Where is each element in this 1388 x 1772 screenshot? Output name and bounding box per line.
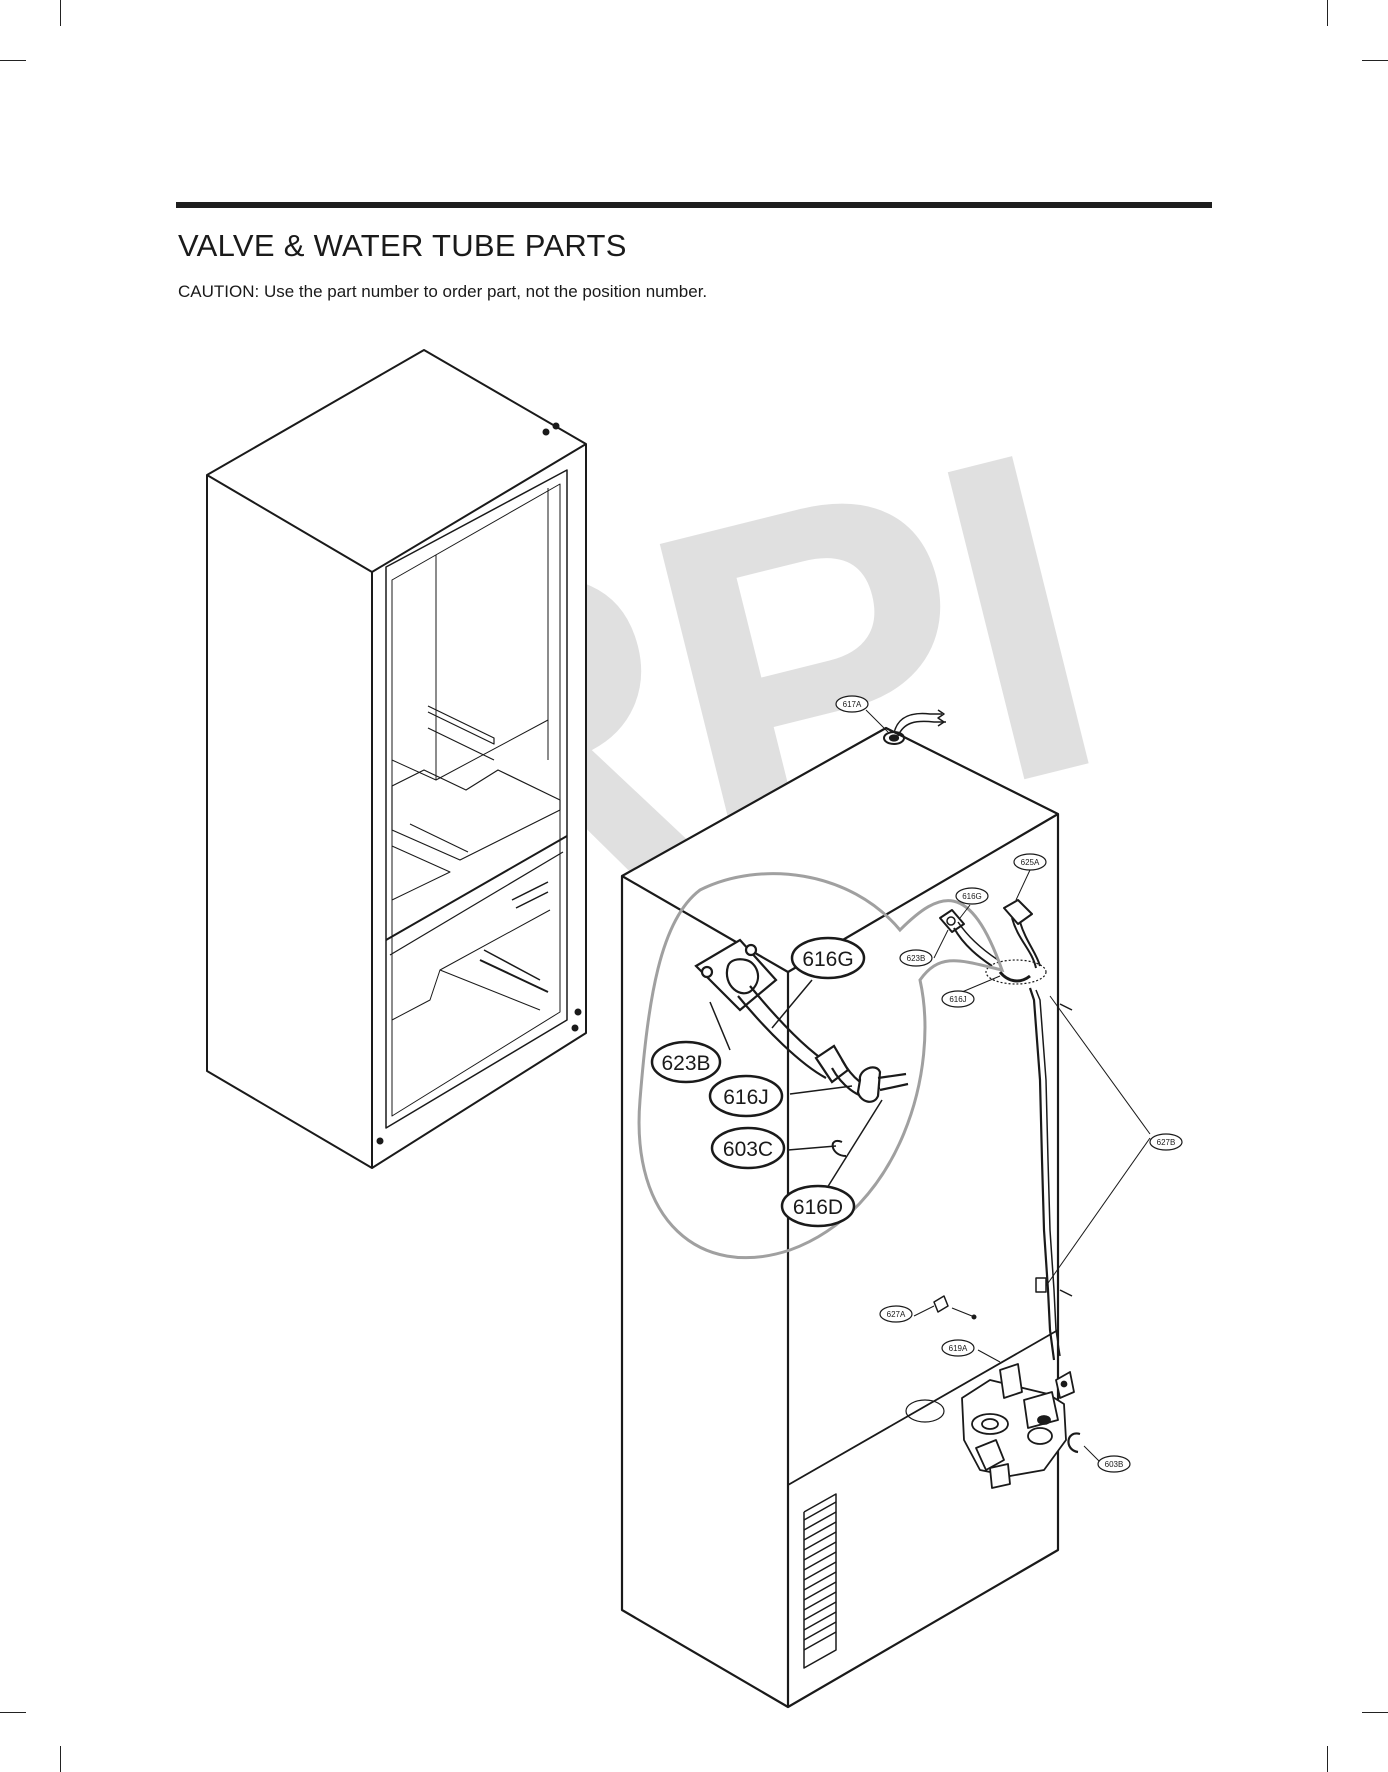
callout-616J: 616J xyxy=(949,995,966,1004)
callout-623B: 623B xyxy=(907,954,926,963)
detail-magnifier: 616G 623B 616J 603C 616D xyxy=(637,872,1005,1260)
callout-616J-large: 616J xyxy=(723,1086,769,1109)
caution-note: CAUTION: Use the part number to order pa… xyxy=(178,282,708,301)
callout-616G-large: 616G xyxy=(802,948,853,971)
crop-mark-top-left-v xyxy=(60,0,61,26)
callout-623B-large: 623B xyxy=(661,1052,710,1075)
small-callouts: 617A 625A 616G 623B 616J 627B 627A 619A … xyxy=(835,695,1183,1473)
front-cabinet xyxy=(206,349,587,1169)
water-tube-assembly xyxy=(905,899,1081,1489)
callout-619A: 619A xyxy=(949,1344,968,1353)
page-title: VALVE & WATER TUBE PARTS xyxy=(178,228,627,263)
crop-mark-top-left-h xyxy=(0,60,26,61)
header-rule xyxy=(176,202,1212,208)
callout-603B: 603B xyxy=(1105,1460,1124,1469)
crop-mark-bottom-right-h xyxy=(1362,1712,1388,1713)
crop-mark-bottom-left-h xyxy=(0,1712,26,1713)
callout-616G: 616G xyxy=(962,892,982,901)
callout-617A: 617A xyxy=(843,700,862,709)
crop-mark-bottom-left-v xyxy=(60,1746,61,1772)
crop-mark-top-right-v xyxy=(1327,0,1328,26)
crop-mark-bottom-right-v xyxy=(1327,1746,1328,1772)
callout-616D-large: 616D xyxy=(793,1196,843,1219)
callout-627B: 627B xyxy=(1157,1138,1176,1147)
callout-627A: 627A xyxy=(887,1310,906,1319)
callout-603C-large: 603C xyxy=(723,1138,773,1161)
crop-mark-top-right-h xyxy=(1362,60,1388,61)
callout-625A: 625A xyxy=(1021,858,1040,867)
